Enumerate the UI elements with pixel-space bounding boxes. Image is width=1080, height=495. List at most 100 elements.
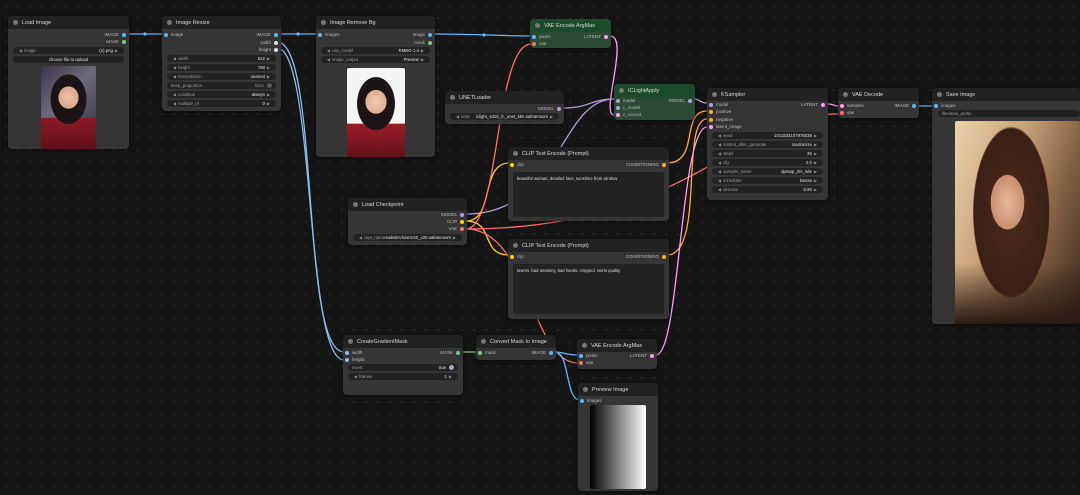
input-samples[interactable]: samples bbox=[840, 103, 864, 108]
node-vae-decode[interactable]: VAE Decode samples vae IMAGE bbox=[838, 88, 919, 118]
collapse-dot-icon[interactable] bbox=[582, 343, 587, 348]
collapse-dot-icon[interactable] bbox=[843, 92, 848, 97]
image-select-widget[interactable]: ◀image(1).png▶ bbox=[13, 47, 124, 54]
output-clip[interactable]: CLIP bbox=[447, 219, 464, 224]
input-clip[interactable]: clip bbox=[510, 254, 524, 259]
output-mask[interactable]: mask bbox=[414, 40, 432, 45]
output-image[interactable]: IMAGE bbox=[894, 103, 916, 108]
collapse-dot-icon[interactable] bbox=[353, 202, 358, 207]
input-vae[interactable]: vae bbox=[532, 41, 546, 46]
node-save-image[interactable]: Save Image images filename_prefix bbox=[932, 88, 1080, 324]
output-model[interactable]: MODEL bbox=[669, 98, 692, 103]
output-conditioning[interactable]: CONDITIONING bbox=[626, 162, 666, 167]
collapse-dot-icon[interactable] bbox=[167, 20, 172, 25]
input-images[interactable]: images bbox=[318, 32, 340, 37]
node-clip-text-encode-positive[interactable]: CLIP Text Encode (Prompt) clip CONDITION… bbox=[508, 147, 669, 221]
output-latent[interactable]: LATENT bbox=[630, 353, 654, 358]
input-mask[interactable]: mask bbox=[478, 350, 496, 355]
node-vae-encode-argmax-bottom[interactable]: VAE Encode ArgMax pixels vae LATENT bbox=[577, 339, 657, 369]
output-latent[interactable]: LATENT bbox=[584, 34, 608, 39]
collapse-dot-icon[interactable] bbox=[583, 387, 588, 392]
output-image[interactable]: IMAGE bbox=[531, 350, 553, 355]
output-height[interactable]: height bbox=[259, 47, 278, 52]
output-conditioning[interactable]: CONDITIONING bbox=[626, 254, 666, 259]
input-latent-image[interactable]: latent_image bbox=[709, 124, 742, 129]
input-width[interactable]: width bbox=[345, 350, 363, 355]
output-model[interactable]: MODEL bbox=[441, 212, 464, 217]
collapse-dot-icon[interactable] bbox=[712, 92, 717, 97]
node-create-gradient-mask[interactable]: CreateGradientMask width height MASK inv… bbox=[343, 335, 463, 395]
node-ksampler[interactable]: KSampler model positive negative latent_… bbox=[707, 88, 828, 200]
input-c-concat[interactable]: c_concat bbox=[616, 112, 641, 117]
output-mask[interactable]: MASK bbox=[440, 350, 460, 355]
output-model[interactable]: MODEL bbox=[538, 106, 561, 111]
output-latent[interactable]: LATENT bbox=[801, 102, 825, 107]
node-image-remove-bg[interactable]: Image Remove Bg images image mask ◀use_m… bbox=[316, 16, 435, 157]
upload-button[interactable]: choose file to upload bbox=[13, 56, 124, 63]
collapse-dot-icon[interactable] bbox=[513, 243, 518, 248]
input-images[interactable]: images bbox=[934, 103, 956, 108]
output-image[interactable]: image bbox=[413, 32, 432, 37]
node-title: VAE Decode bbox=[852, 91, 884, 98]
collapse-dot-icon[interactable] bbox=[481, 339, 486, 344]
node-image-resize[interactable]: Image Resize image IMAGE width height ◀w… bbox=[162, 16, 281, 111]
input-height[interactable]: height bbox=[345, 357, 364, 362]
node-iclight-apply[interactable]: ICLightApply model c_model c_concat MODE… bbox=[614, 84, 695, 120]
input-pixels[interactable]: pixels bbox=[579, 353, 598, 358]
output-image[interactable]: IMAGE bbox=[104, 32, 126, 37]
output-vae[interactable]: VAE bbox=[448, 226, 464, 231]
node-load-checkpoint[interactable]: Load Checkpoint MODEL CLIP VAE ◀ckpt_nam… bbox=[348, 198, 467, 245]
node-clip-text-encode-negative[interactable]: CLIP Text Encode (Prompt) clip CONDITION… bbox=[508, 239, 669, 319]
prompt-textarea[interactable]: beautiful woman, detailed face, sunshine… bbox=[513, 172, 664, 217]
prompt-textarea[interactable]: lowres, bad anatomy, bad hands, cropped,… bbox=[513, 264, 664, 314]
filename-prefix-widget[interactable]: filename_prefix bbox=[938, 110, 1080, 117]
wire-clip bbox=[465, 162, 510, 222]
node-vae-encode-argmax-top[interactable]: VAE Encode ArgMax pixels vae LATENT bbox=[530, 19, 611, 48]
input-model[interactable]: model bbox=[709, 102, 728, 107]
input-c-model[interactable]: c_model bbox=[616, 105, 640, 110]
collapse-dot-icon[interactable] bbox=[535, 23, 540, 28]
input-negative[interactable]: negative bbox=[709, 117, 733, 122]
node-convert-mask-to-image[interactable]: Convert Mask to Image mask IMAGE bbox=[476, 335, 556, 360]
collapse-dot-icon[interactable] bbox=[13, 20, 18, 25]
collapse-dot-icon[interactable] bbox=[321, 20, 326, 25]
input-positive[interactable]: positive bbox=[709, 109, 731, 114]
output-width[interactable]: width bbox=[260, 40, 278, 45]
input-model[interactable]: model bbox=[616, 98, 635, 103]
input-vae[interactable]: vae bbox=[840, 110, 854, 115]
input-clip[interactable]: clip bbox=[510, 162, 524, 167]
collapse-dot-icon[interactable] bbox=[513, 151, 518, 156]
collapse-dot-icon[interactable] bbox=[348, 339, 353, 344]
node-preview-image[interactable]: Preview Image images bbox=[578, 383, 658, 491]
node-load-image[interactable]: Load Image IMAGE MASK ◀image(1).png▶ cho… bbox=[8, 16, 129, 149]
input-image[interactable]: image bbox=[164, 32, 183, 37]
collapse-dot-icon[interactable] bbox=[450, 95, 455, 100]
collapse-dot-icon[interactable] bbox=[619, 88, 624, 93]
input-images[interactable]: images bbox=[580, 398, 602, 403]
input-vae[interactable]: vae bbox=[579, 360, 593, 365]
output-mask[interactable]: MASK bbox=[106, 39, 126, 44]
input-pixels[interactable]: pixels bbox=[532, 34, 551, 39]
output-image[interactable]: IMAGE bbox=[256, 32, 278, 37]
collapse-dot-icon[interactable] bbox=[937, 92, 942, 97]
